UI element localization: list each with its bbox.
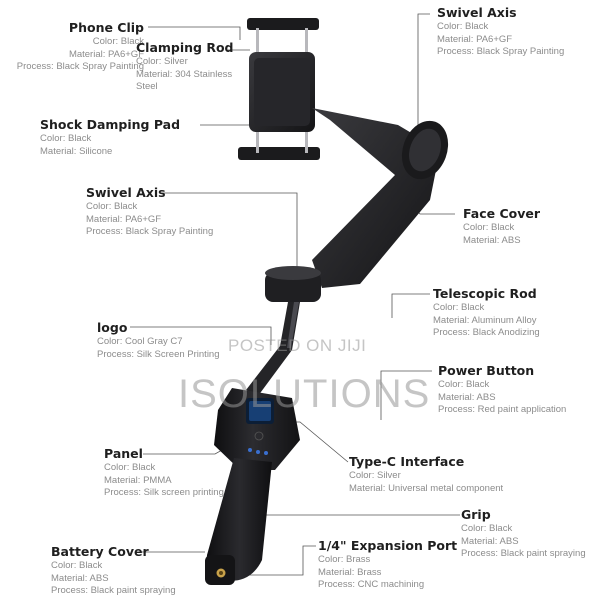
handle-body xyxy=(205,388,300,585)
callout-spec: Color: Black xyxy=(92,36,144,47)
callout-title: Face Cover xyxy=(463,206,541,221)
leader-telescopic-rod xyxy=(391,293,430,318)
callout-spec: Color: Black xyxy=(86,201,138,212)
callout-title: Phone Clip xyxy=(68,20,144,35)
leader-expansion-port xyxy=(222,545,316,576)
callout-spec: Color: Black xyxy=(461,523,513,534)
leader-swivel-axis-mid xyxy=(160,192,298,275)
callout-spec: Material: PA6+GF xyxy=(437,33,513,45)
leader-lines xyxy=(130,13,460,576)
phone-clamp xyxy=(238,18,320,160)
callout-spec: Material: Brass xyxy=(318,566,382,578)
callout-title: Grip xyxy=(461,507,491,522)
callout-spec: Process: CNC machining xyxy=(318,579,425,590)
callout-swivel-axis-top: Swivel Axis Color: Black Material: PA6+G… xyxy=(437,5,564,59)
callout-spec: Material: ABS xyxy=(51,572,109,584)
callout-spec: Color: Black xyxy=(438,379,490,390)
callout-spec: Material: Aluminum Alloy xyxy=(433,314,537,326)
callout-logo: logo Color: Cool Gray C7 Process: Silk S… xyxy=(97,320,220,361)
callout-spec: Material: PMMA xyxy=(104,474,172,486)
callout-spec: Material: ABS xyxy=(438,391,496,403)
leader-logo xyxy=(130,326,272,345)
callout-title: Shock Damping Pad xyxy=(40,117,181,132)
callout-spec: Process: Black paint spraying xyxy=(51,585,176,596)
callout-spec: Color: Brass xyxy=(318,554,371,565)
callout-spec: Process: Silk screen printing xyxy=(104,487,224,498)
callout-spec: Material: 304 Stainless xyxy=(136,68,233,80)
callout-title: Telescopic Rod xyxy=(433,286,537,301)
callout-spec: Process: Black Spray Painting xyxy=(16,61,144,72)
callout-clamping-rod: Clamping Rod Color: Silver Material: 304… xyxy=(136,40,234,94)
callout-title: Type-C Interface xyxy=(349,454,465,469)
callout-spec: Material: ABS xyxy=(461,535,519,547)
callout-spec: Process: Black Spray Painting xyxy=(437,46,565,57)
callout-spec: Color: Cool Gray C7 xyxy=(97,336,183,347)
callout-panel: Panel Color: Black Material: PMMA Proces… xyxy=(104,446,224,500)
callout-spec: Color: Black xyxy=(433,302,485,313)
callout-title: logo xyxy=(97,320,128,335)
callout-title: Battery Cover xyxy=(51,544,149,559)
callout-title: Panel xyxy=(104,446,143,461)
callout-spec: Process: Silk Screen Printing xyxy=(97,348,220,360)
callout-spec: Material: PA6+GF xyxy=(86,213,162,225)
callout-type-c-interface: Type-C Interface Color: Silver Material:… xyxy=(349,454,503,495)
callout-title: Power Button xyxy=(438,363,535,378)
callout-spec: Color: Silver xyxy=(349,470,401,481)
callout-spec: Process: Black paint spraying xyxy=(461,548,586,559)
callout-spec: Material: PA6+GF xyxy=(68,48,144,60)
callout-spec: Steel xyxy=(136,81,158,92)
callout-title: Clamping Rod xyxy=(136,40,234,55)
callout-power-button: Power Button Color: Black Material: ABS … xyxy=(438,363,566,417)
callout-spec: Material: Universal metal component xyxy=(349,482,504,494)
callout-shock-damping-pad: Shock Damping Pad Color: Black Material:… xyxy=(40,117,180,158)
callout-spec: Process: Black Anodizing xyxy=(433,327,540,338)
callout-battery-cover: Battery Cover Color: Black Material: ABS… xyxy=(51,544,176,598)
callout-title: Swivel Axis xyxy=(86,185,166,200)
leader-power-button xyxy=(380,370,432,420)
callout-face-cover: Face Cover Color: Black Material: ABS xyxy=(463,206,540,247)
callout-spec: Color: Black xyxy=(463,222,515,233)
callout-title: 1/4" Expansion Port xyxy=(318,538,458,553)
gimbal-arm xyxy=(265,108,449,302)
callout-phone-clip: Phone Clip Color: Black Material: PA6+GF… xyxy=(17,20,144,74)
callout-telescopic-rod: Telescopic Rod Color: Black Material: Al… xyxy=(433,286,540,340)
callout-spec: Material: Silicone xyxy=(40,145,113,157)
callout-swivel-axis-mid: Swivel Axis Color: Black Material: PA6+G… xyxy=(86,185,213,239)
callout-spec: Color: Black xyxy=(104,462,156,473)
callout-spec: Process: Red paint application xyxy=(438,404,567,415)
callout-spec: Color: Black xyxy=(437,21,489,32)
leader-phone-clip xyxy=(148,26,241,40)
callout-title: Swivel Axis xyxy=(437,5,517,20)
leader-swivel-axis-top xyxy=(417,13,430,125)
callout-spec: Color: Black xyxy=(51,560,103,571)
callout-grip: Grip Color: Black Material: ABS Process:… xyxy=(461,507,586,561)
callout-spec: Material: ABS xyxy=(463,234,521,246)
callout-spec: Color: Black xyxy=(40,133,92,144)
callout-expansion-port: 1/4" Expansion Port Color: Brass Materia… xyxy=(318,538,457,592)
callout-spec: Color: Silver xyxy=(136,56,188,67)
callout-spec: Process: Black Spray Painting xyxy=(86,226,214,237)
telescopic-rod-shape xyxy=(246,302,300,396)
